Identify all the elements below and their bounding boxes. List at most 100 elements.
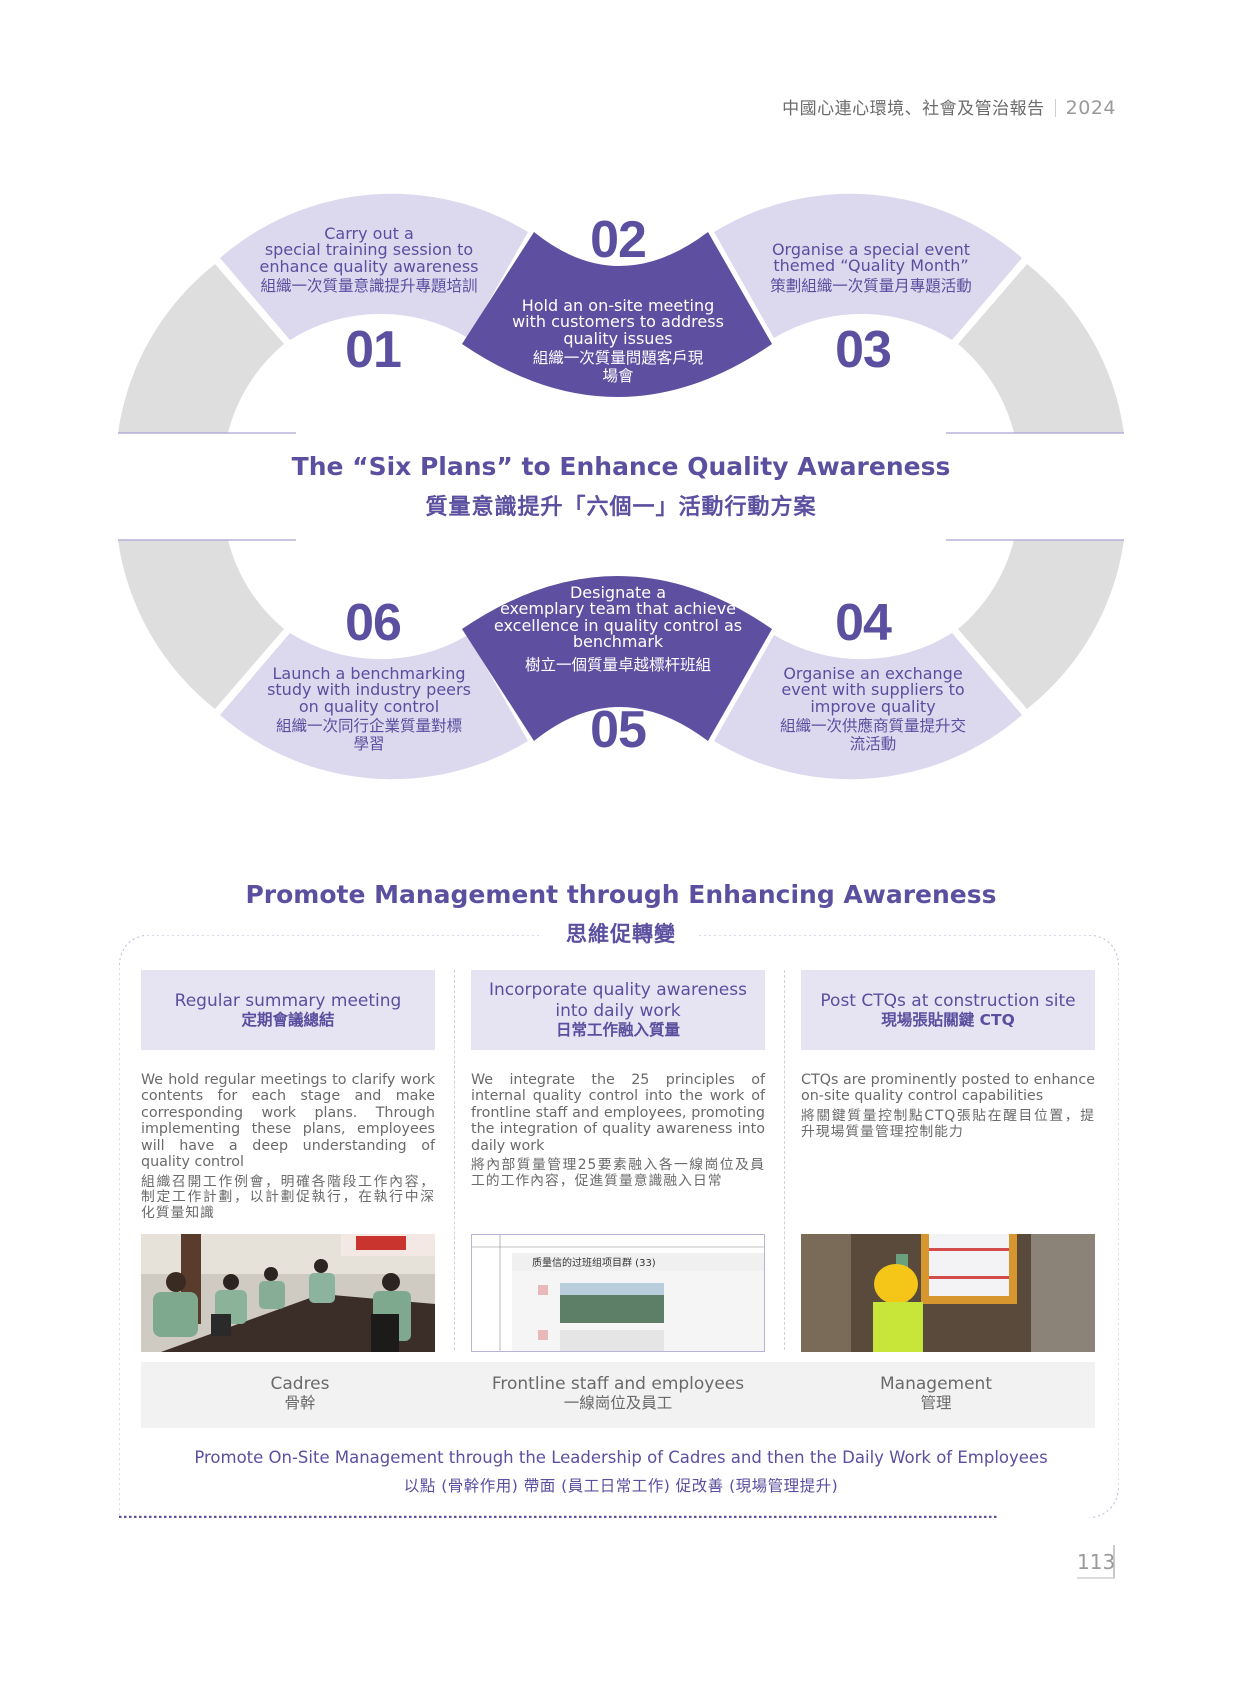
column-daily-work-desc-en: We integrate the 25 principles of intern…	[471, 1072, 765, 1154]
grey-arc-bottom-left	[118, 540, 284, 709]
column-ctq: Post CTQs at construction site 現場張貼關鍵 CT…	[801, 970, 1095, 1141]
section-title: Promote Management through Enhancing Awa…	[245, 880, 997, 909]
plan-03-en-line: Organise a special event	[771, 240, 971, 259]
six-plans-diagram: Carry out a special training session to …	[0, 0, 1242, 800]
column-meeting-desc-zh: 組織召開工作例會，明確各階段工作內容，制定工作計劃，以計劃促執行，在執行中深化質…	[141, 1173, 435, 1222]
plan-04-en-line: improve quality	[810, 696, 936, 716]
plan-04-zh: 組織一次供應商質量提升交流活動	[779, 716, 966, 753]
role-management: Management 管理	[777, 1374, 1095, 1413]
role-cadres-en: Cadres	[270, 1374, 330, 1394]
column-meeting-title-zh: 定期會議總結	[241, 1010, 335, 1029]
plan-01-en-line: special training session to	[264, 240, 474, 260]
plan-06-text: Launch a benchmarking study with industr…	[244, 664, 494, 754]
column-meeting-header: Regular summary meeting 定期會議總結	[141, 970, 435, 1050]
plan-02-text: Hold an on-site meeting with customers t…	[490, 296, 746, 386]
column-ctq-title-en: Post CTQs at construction site	[820, 990, 1076, 1011]
column-daily-work: Incorporate quality awareness into daily…	[471, 970, 765, 1190]
chat-title: 质量信的过班组项目群 (33)	[532, 1256, 656, 1269]
plan-04-en-line: event with suppliers to	[781, 680, 965, 700]
plan-02-en-line: quality issues	[563, 328, 673, 348]
column-ctq-desc-zh: 將關鍵質量控制點CTQ張貼在醒目位置，提升現場質量管理控制能力	[801, 1107, 1095, 1140]
plan-04-number: 04	[835, 594, 892, 652]
plan-01-en-line: enhance quality awareness	[259, 256, 479, 276]
frame-top-left	[119, 935, 539, 1518]
diagram-title: The “Six Plans” to Enhance Quality Aware…	[0, 452, 1242, 521]
plan-05-text: Designate a exemplary team that achieve …	[478, 583, 758, 675]
grey-arc-bottom-right	[958, 540, 1124, 709]
plan-05-number: 05	[590, 701, 647, 759]
segment-05-shape	[462, 576, 772, 741]
column-meeting: Regular summary meeting 定期會議總結 We hold r…	[141, 970, 435, 1222]
worker-posting-illustration	[801, 1234, 1095, 1352]
plan-06-number: 06	[345, 594, 402, 652]
center-banner	[118, 433, 1124, 540]
column-daily-work-header: Incorporate quality awareness into daily…	[471, 970, 765, 1050]
section-subtitle: 思維促轉變	[566, 922, 676, 946]
plan-04-text: Organise an exchange event with supplier…	[748, 664, 998, 754]
plan-06-en-line: Launch a benchmarking	[272, 664, 466, 683]
plan-05-en-line: exemplary team that achieve	[499, 599, 737, 619]
chat-screenshot-illustration: 质量信的过班组项目群 (33)	[472, 1235, 764, 1351]
report-header: 中國心連心環境、社會及管治報告 2024	[782, 94, 1116, 119]
plan-03-number: 03	[835, 321, 892, 379]
column-ctq-desc-en: CTQs are prominently posted to enhance o…	[801, 1072, 1096, 1105]
column-meeting-body: We hold regular meetings to clarify work…	[141, 1072, 435, 1222]
worker-posting-photo	[801, 1234, 1095, 1352]
chat-screenshot: 质量信的过班组项目群 (33)	[471, 1234, 765, 1352]
plan-05-en-line: benchmark	[572, 631, 664, 651]
column-divider	[784, 970, 785, 1350]
column-ctq-title-zh: 現場張貼關鍵 CTQ	[881, 1010, 1015, 1029]
grey-arc-top-left	[118, 264, 284, 433]
column-ctq-body: CTQs are prominently posted to enhance o…	[801, 1072, 1095, 1141]
role-cadres-zh: 骨幹	[284, 1394, 316, 1413]
summary-zh: 以點 (骨幹作用) 帶面 (員工日常工作) 促改善 (現場管理提升)	[403, 1477, 839, 1495]
role-frontline: Frontline staff and employees 一線崗位及員工	[459, 1374, 777, 1413]
plan-01-text: Carry out a special training session to …	[238, 225, 500, 296]
plan-03-zh: 策劃組織一次質量月專題活動	[770, 276, 972, 295]
plan-05-en-line: Designate a	[569, 583, 667, 602]
column-meeting-title-en: Regular summary meeting	[174, 990, 402, 1011]
column-meeting-desc-en: We hold regular meetings to clarify work…	[141, 1072, 435, 1171]
plan-02-zh: 組織一次質量問題客戶現場會	[532, 348, 704, 385]
summary-en: Promote On-Site Management through the L…	[194, 1448, 1048, 1467]
diagram-title-zh: 質量意識提升「六個一」活動行動方案	[425, 495, 817, 520]
plan-04-en-line: Organise an exchange	[783, 664, 963, 683]
plan-06-en-line: on quality control	[298, 696, 440, 716]
plan-05-en-line: excellence in quality control as	[493, 615, 743, 635]
segment-01-shape	[220, 193, 528, 340]
column-daily-work-title-zh: 日常工作融入質量	[555, 1021, 680, 1040]
diagram-shapes	[118, 193, 1124, 780]
column-daily-work-desc-zh: 將內部質量管理25要素融入各一線崗位及員工的工作內容，促進質量意識融入日常	[471, 1157, 765, 1190]
report-year: 2024	[1065, 97, 1116, 119]
header-divider	[1054, 99, 1056, 117]
meeting-room-photo	[141, 1234, 435, 1352]
frame-top-right	[699, 935, 1119, 1518]
roles-bar: Cadres 骨幹 Frontline staff and employees …	[141, 1362, 1095, 1428]
plan-03-en-line: themed “Quality Month”	[773, 256, 969, 276]
role-cadres: Cadres 骨幹	[141, 1374, 459, 1413]
column-daily-work-body: We integrate the 25 principles of intern…	[471, 1072, 765, 1190]
segment-06-shape	[220, 633, 528, 780]
role-management-zh: 管理	[920, 1394, 952, 1413]
role-management-en: Management	[880, 1374, 992, 1394]
plan-01-zh: 組織一次質量意識提升專題培訓	[260, 276, 478, 295]
plan-02-en-line: Hold an on-site meeting	[521, 296, 715, 315]
segment-04-shape	[714, 633, 1022, 780]
plan-05-zh: 樹立一個質量卓越標杆班組	[524, 656, 711, 675]
plan-03-text: Organise a special event themed “Quality…	[740, 240, 1002, 295]
plan-06-en-line: study with industry peers	[267, 680, 471, 700]
dotted-frame	[119, 935, 1119, 1518]
segment-03-shape	[714, 193, 1022, 340]
diagram-title-en: The “Six Plans” to Enhance Quality Aware…	[291, 452, 951, 481]
column-ctq-header: Post CTQs at construction site 現場張貼關鍵 CT…	[801, 970, 1095, 1050]
plan-01-number: 01	[345, 321, 402, 379]
plan-02-en-line: with customers to address	[512, 312, 724, 332]
page-number: 113	[1077, 1545, 1115, 1579]
meeting-room-illustration	[141, 1234, 435, 1352]
grey-arc-top-right	[958, 264, 1124, 433]
role-frontline-zh: 一線崗位及員工	[563, 1394, 673, 1413]
report-title: 中國心連心環境、社會及管治報告	[782, 99, 1045, 119]
column-divider	[454, 970, 455, 1350]
column-daily-work-title-en: Incorporate quality awareness into daily…	[489, 980, 747, 1021]
plan-06-zh: 組織一次同行企業質量對標學習	[275, 716, 462, 753]
